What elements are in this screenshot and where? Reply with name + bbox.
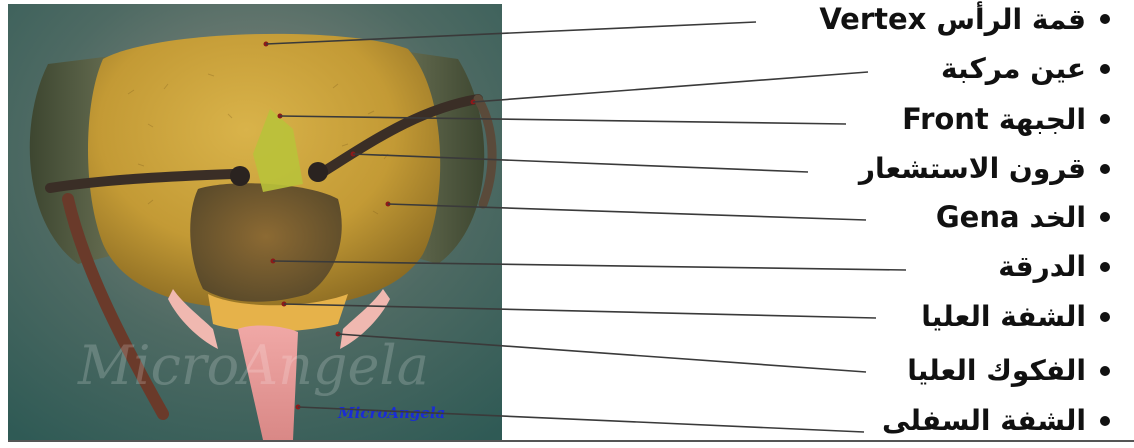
bullet: [1100, 212, 1110, 222]
label-english: Gena: [936, 200, 1020, 234]
label-arabic: قمة الرأس: [936, 3, 1086, 36]
bullet: [1100, 114, 1110, 124]
bottom-border: [8, 440, 1134, 442]
label-arabic: الخد: [1030, 201, 1086, 234]
bullet: [1100, 262, 1110, 272]
label-antennae: قرون الاستشعار: [859, 152, 1110, 185]
label-clypeus: الدرقة: [998, 250, 1110, 283]
label-compound-eye: عين مركبة: [941, 52, 1110, 85]
label-arabic: عين مركبة: [941, 52, 1086, 85]
bullet: [1100, 416, 1110, 426]
label-english: Vertex: [819, 2, 926, 36]
label-arabic: الدرقة: [998, 250, 1086, 283]
label-gena: الخد Gena: [936, 200, 1110, 234]
bullet: [1100, 366, 1110, 376]
bullet: [1100, 164, 1110, 174]
label-labium: الشفة السفلى: [882, 404, 1110, 437]
label-labrum: الشفة العليا: [921, 300, 1110, 333]
label-arabic: الفكوك العليا: [907, 354, 1086, 387]
label-english: Front: [902, 102, 989, 136]
label-arabic: الشفة السفلى: [882, 404, 1086, 437]
label-mandibles: الفكوك العليا: [907, 354, 1110, 387]
label-arabic: الجبهة: [999, 103, 1086, 136]
bullet: [1100, 14, 1110, 24]
label-arabic: قرون الاستشعار: [859, 152, 1086, 185]
label-front: الجبهة Front: [902, 102, 1110, 136]
bullet: [1100, 64, 1110, 74]
label-vertex: قمة الرأس Vertex: [819, 2, 1110, 36]
bullet: [1100, 312, 1110, 322]
label-arabic: الشفة العليا: [921, 300, 1086, 333]
